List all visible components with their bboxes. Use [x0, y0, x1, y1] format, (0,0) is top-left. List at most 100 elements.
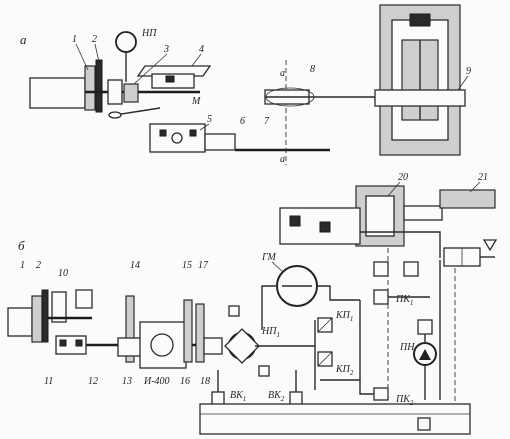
tank-drain: [417, 417, 431, 431]
leader-lines: [75, 43, 481, 273]
valve-kp1-arrow: [317, 317, 333, 333]
label-12-b: 12: [88, 376, 98, 387]
element-21-b: [439, 189, 496, 209]
label-section-a-bottom: а: [280, 154, 285, 165]
label-10-b: 10: [58, 268, 68, 279]
coupling-6-a: [204, 133, 236, 151]
pump-np1-diamond: [224, 328, 260, 364]
leader-gm-b: [271, 261, 284, 273]
section-b-kinematic-scheme: [7, 289, 223, 369]
carriage-bolt-b1: [289, 215, 301, 227]
label-14-b: 14: [130, 260, 140, 271]
bearing-13-b: [117, 337, 143, 357]
label-1-a: 1: [72, 34, 77, 45]
label-5-a: 5: [207, 114, 212, 125]
column-20-bore: [365, 195, 395, 237]
link-20-21: [403, 205, 443, 221]
label-m-a: М: [191, 96, 201, 107]
pump-pn-arrow: [419, 349, 431, 360]
label-20-b: 20: [398, 172, 408, 183]
pump-np-a: [115, 31, 137, 53]
bolt-a2: [189, 129, 197, 137]
label-4-a: 4: [199, 44, 204, 55]
label-1-b: 1: [20, 260, 25, 271]
section-b-letter: б: [18, 238, 25, 253]
pn-filter: [417, 319, 433, 335]
label-21-b: 21: [478, 172, 488, 183]
bearing-5-a: [171, 132, 183, 144]
label-vk2-b: ВК2: [268, 390, 285, 403]
label-kp1-b: КП1: [335, 310, 353, 323]
leader-9-a: [457, 75, 469, 91]
label-7-a: 7: [264, 116, 270, 127]
eccentric-8-a: [265, 87, 315, 107]
label-17-b: 17: [198, 260, 209, 271]
dial-i400-b: [150, 333, 174, 357]
section-a-letter: а: [20, 32, 27, 47]
section-a-labels: а 1 2 НП 3 4 М 5 6 7 8 9 а а: [20, 28, 471, 165]
line-gm-left: [261, 285, 277, 330]
lever-m-a: [114, 107, 161, 116]
coupling-a: [107, 79, 123, 105]
section-b-hydraulic-circuit: [199, 185, 498, 435]
label-2-a: 2: [92, 34, 97, 45]
label-15-b: 15: [182, 260, 192, 271]
line-pk2: [359, 380, 374, 395]
valve-bottom-np1: [258, 365, 270, 377]
bearing-18-b: [203, 337, 223, 355]
label-pk2-b: ПК2: [395, 394, 414, 407]
leader-20-b: [387, 181, 401, 197]
leader-4-a: [191, 53, 202, 67]
flange-1-b: [31, 295, 43, 343]
column-17-b: [195, 303, 205, 363]
motor-housing-b: [7, 307, 33, 337]
valve-upper-right2: [403, 261, 419, 277]
gearbox-10-b: [51, 291, 67, 323]
bolt-b1: [59, 339, 67, 347]
slide-key-a: [165, 75, 175, 83]
section-a-kinematic-scheme: [29, 4, 466, 165]
box-i400-b: [139, 321, 187, 369]
valve-upper-right: [373, 261, 389, 277]
bolt-b2: [75, 339, 83, 347]
line-right-top: [360, 231, 441, 258]
clutch-3-a: [123, 83, 139, 103]
leader-21-b: [469, 181, 481, 193]
carriage-bolt-b2: [319, 221, 331, 233]
label-kp2-b: КП2: [335, 364, 354, 377]
section-b-labels: б 1 2 10 11 12 13 14 15 16 17 18 20 21 И…: [18, 172, 488, 407]
label-np-a: НП: [141, 28, 157, 39]
label-9-a: 9: [466, 66, 471, 77]
leader-3-a: [133, 53, 168, 85]
label-16-b: 16: [180, 376, 190, 387]
lever-knob-a: [108, 111, 122, 119]
column-crossbar-a: [374, 89, 466, 107]
valve-kp2-arrow: [317, 351, 333, 367]
label-gm-b: ГМ: [261, 252, 276, 263]
leader-1-a: [75, 43, 89, 71]
leader-5-a: [199, 123, 210, 131]
label-pk1-b: ПК1: [395, 294, 413, 307]
column-15-b: [183, 299, 193, 363]
label-np1-b: НП1: [261, 326, 280, 339]
flywheel-2-b: [41, 289, 49, 343]
motor-housing-a: [29, 77, 86, 109]
bolt-a1: [159, 129, 167, 137]
label-18-b: 18: [200, 376, 210, 387]
label-13-b: 13: [122, 376, 132, 387]
label-i400-b: И-400: [143, 376, 170, 387]
bracket-10-b: [75, 289, 93, 309]
label-pn-b: ПН: [399, 342, 415, 353]
valve-pk1: [373, 289, 389, 305]
label-8-a: 8: [310, 64, 315, 75]
label-section-a-top: а: [280, 68, 285, 79]
valve-top-np1: [228, 305, 240, 317]
valve-pk2: [373, 387, 389, 401]
flange-1-a: [84, 65, 96, 111]
flywheel-2-a: [95, 59, 103, 113]
filter-right: [482, 239, 498, 252]
column-head-a: [409, 13, 431, 27]
leader-2-a: [94, 43, 100, 63]
